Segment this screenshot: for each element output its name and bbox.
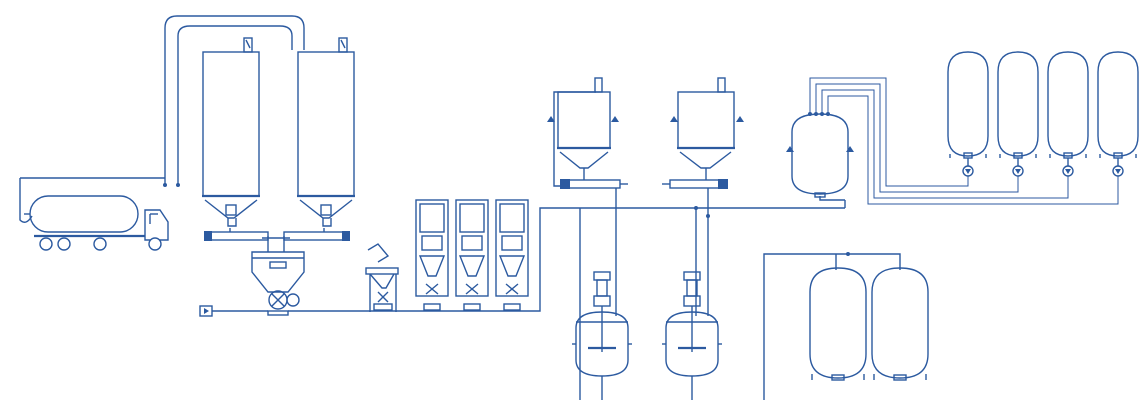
reactor-feed-lines <box>579 188 710 400</box>
process-line <box>288 196 846 312</box>
storage-silo-1 <box>202 37 260 227</box>
process-vessel <box>809 267 867 381</box>
conveying-line <box>163 15 305 187</box>
control-box <box>199 305 268 317</box>
storage-tank <box>1097 51 1139 177</box>
big-bag-stations <box>415 199 529 311</box>
storage-tank <box>1047 51 1089 177</box>
weighing-hopper-1 <box>547 77 628 189</box>
big-bag-station <box>415 199 449 311</box>
storage-tank <box>997 51 1039 177</box>
screw-conveyors <box>204 228 350 252</box>
weighing-hopper-2 <box>662 77 744 189</box>
bag-dump-station <box>365 243 399 312</box>
jacketed-reactor-1 <box>572 271 632 400</box>
jacketed-reactor-2 <box>662 271 722 400</box>
process-vessel <box>871 267 929 381</box>
liquid-storage-tanks <box>947 51 1139 177</box>
storage-silo-2 <box>297 37 355 227</box>
storage-tank <box>947 51 989 177</box>
play-icon <box>204 308 209 314</box>
tanker-truck <box>19 177 169 251</box>
process-vessels <box>763 252 929 400</box>
liquid-lines <box>809 77 1119 205</box>
big-bag-station <box>455 199 489 311</box>
mixing-hopper <box>251 251 305 316</box>
big-bag-station <box>495 199 529 311</box>
pressure-vessel <box>786 112 854 198</box>
